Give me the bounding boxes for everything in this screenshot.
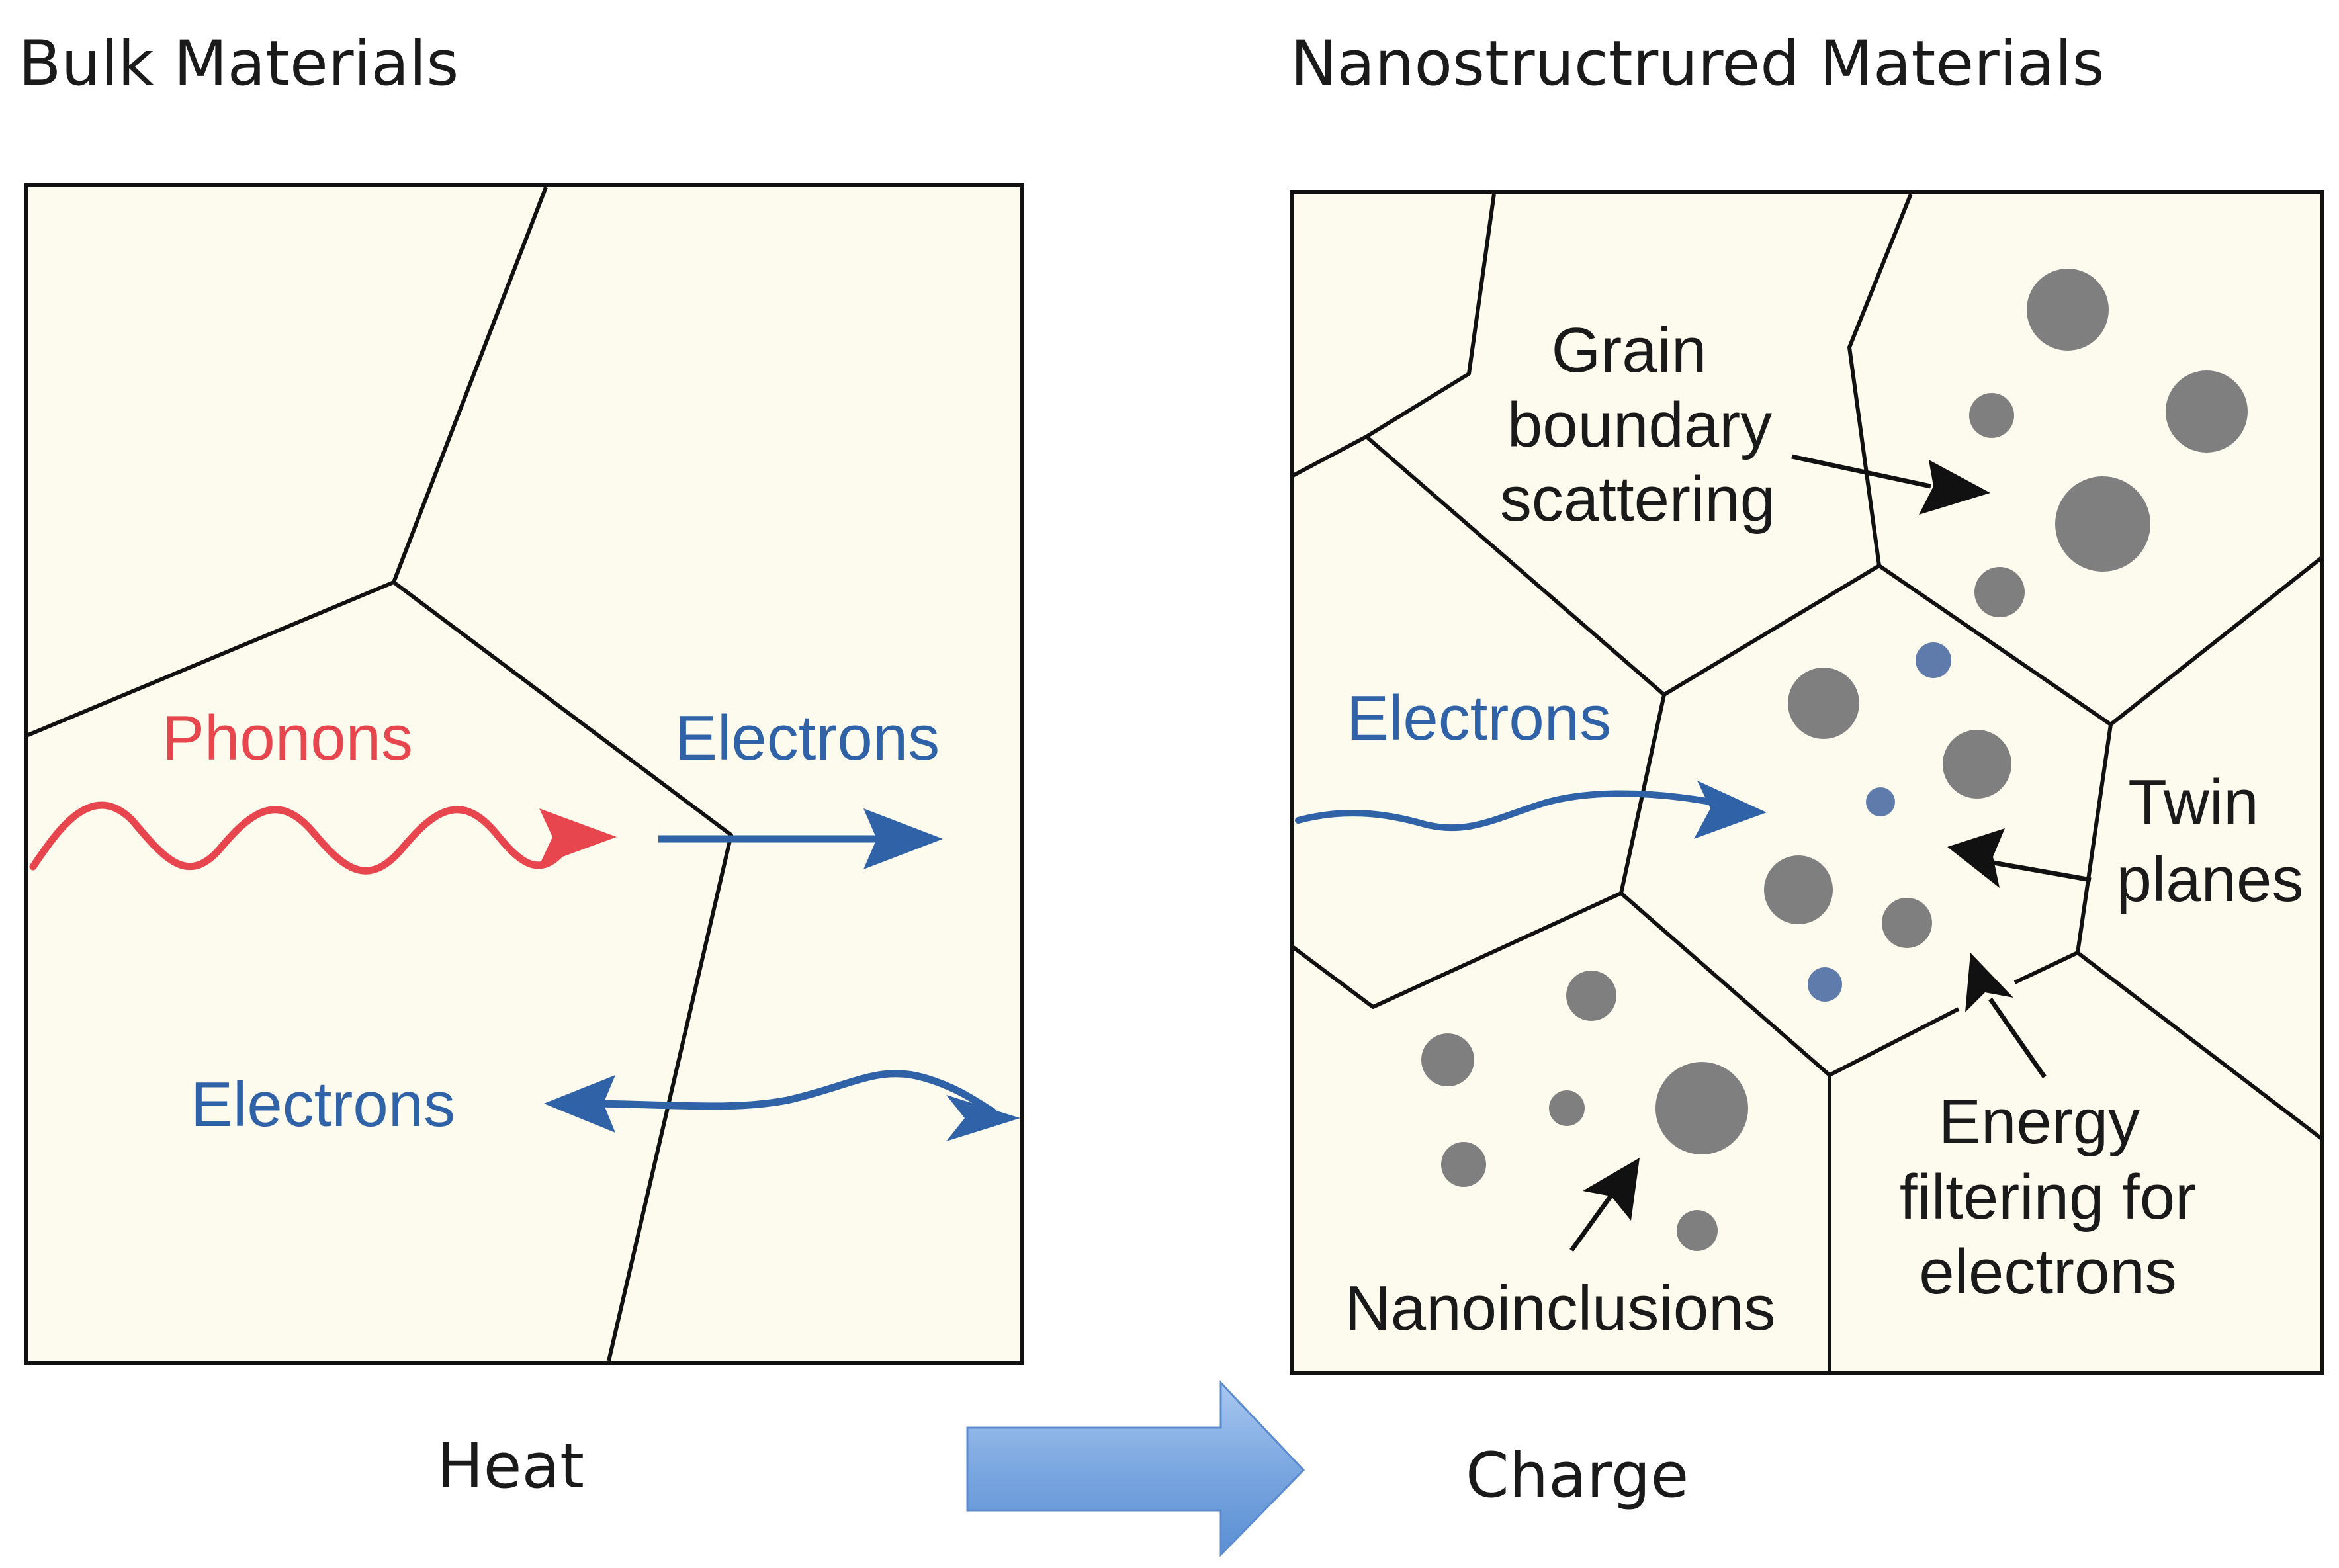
nanoparticle: [1788, 668, 1859, 739]
nanoparticle: [1421, 1033, 1474, 1086]
phonon-wave-arrow-icon: [29, 801, 617, 875]
grain-boundary-label-line2: boundary: [1507, 390, 1772, 460]
grain-boundary-line: [2013, 951, 2079, 984]
nanostructured-panel: Electrons Grain boundary scattering Twin…: [1290, 190, 2324, 1375]
grain-boundary-line: [1290, 193, 1496, 478]
nanoparticle: [1974, 567, 2025, 617]
electrons-label-top: Electrons: [675, 703, 940, 773]
nanoparticles: [1421, 269, 2248, 1251]
electron-straight-arrow-icon: [658, 808, 943, 869]
nanoparticle: [1677, 1210, 1718, 1251]
pointer-arrow-icon: [1569, 1158, 1640, 1252]
charge-caption: Charge: [1466, 1440, 1689, 1512]
nanoparticle: [1566, 971, 1616, 1021]
dopant-dot: [1916, 642, 1951, 678]
pointer-arrow-icon: [1965, 953, 2047, 1078]
grain-boundary-label-line1: Grain: [1552, 315, 1707, 386]
bulk-grain-boundaries: [25, 186, 733, 1362]
electron-double-arrow-icon: [544, 1070, 1020, 1141]
nanoparticle: [2055, 476, 2150, 572]
nanoparticle: [1943, 730, 2011, 799]
energy-filtering-label-line3: electrons: [1919, 1237, 2177, 1307]
grain-boundary-line: [1847, 193, 1913, 566]
grain-boundary-line: [392, 580, 733, 1362]
grain-boundary-line: [2076, 724, 2324, 1141]
phonons-label: Phonons: [162, 703, 413, 773]
heat-caption: Heat: [437, 1430, 584, 1503]
bulk-materials-title: Bulk Materials: [19, 28, 459, 100]
right-arrow-icon: [966, 1380, 1305, 1557]
nanoinclusions-label: Nanoinclusions: [1345, 1273, 1775, 1344]
dopant-dot: [1808, 967, 1842, 1002]
twin-planes-label-line1: Twin: [2128, 767, 2258, 838]
nanostructured-materials-title: Nanostructrured Materials: [1290, 28, 2105, 100]
nanoparticle: [1655, 1062, 1748, 1154]
nanoparticle: [1441, 1142, 1486, 1187]
electrons-label-bottom: Electrons: [191, 1069, 455, 1140]
nanoparticle: [1882, 898, 1932, 948]
nanoparticle: [2166, 370, 2248, 453]
grain-boundary-label-line3: scattering: [1500, 464, 1775, 535]
electron-wavy-arrow-icon: [1295, 781, 1767, 839]
nanoparticle: [1764, 855, 1833, 924]
nanoparticle: [1969, 393, 2014, 438]
pointer-arrow-icon: [1947, 828, 2092, 888]
dopant-dot: [1866, 787, 1895, 816]
nanoparticle: [1549, 1090, 1585, 1126]
bulk-panel-frame: [24, 183, 1024, 1365]
electrons-label: Electrons: [1346, 683, 1611, 754]
twin-planes-label-line2: planes: [2117, 844, 2304, 915]
pointer-arrow-icon: [1791, 454, 1990, 515]
energy-filtering-label-line1: Energy: [1939, 1086, 2140, 1157]
nanoparticle: [2027, 269, 2109, 351]
bulk-panel: Phonons Electrons Electrons: [24, 183, 1024, 1365]
energy-filtering-label-line2: filtering for: [1900, 1162, 2196, 1233]
